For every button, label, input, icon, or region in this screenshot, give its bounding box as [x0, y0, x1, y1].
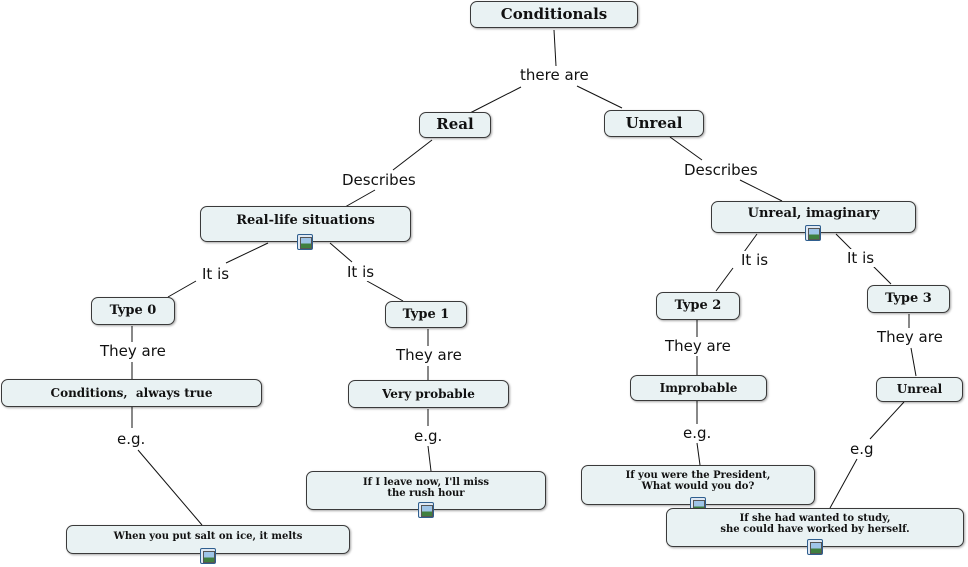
- link-label-eg-type3: e.g: [849, 440, 875, 458]
- node-label: Type 1: [402, 306, 450, 322]
- node-label: Real: [436, 115, 474, 134]
- link-label-it-is-type0: It is: [201, 265, 231, 283]
- node-label: Improbable: [659, 380, 738, 395]
- node-label: Type 0: [109, 303, 157, 319]
- link-label-they-are-type1: They are: [395, 346, 463, 364]
- link-label-they-are-type3: They are: [876, 328, 944, 346]
- link-label-eg-type1: e.g.: [413, 427, 444, 445]
- link-label-they-are-type2: They are: [664, 337, 732, 355]
- image-attachment-icon[interactable]: [200, 548, 216, 564]
- node-label-line-1: If I leave now, I'll miss: [362, 477, 490, 488]
- link-label-there-are: there are: [519, 66, 590, 84]
- link-label-it-is-type1: It is: [346, 263, 376, 281]
- image-attachment-icon[interactable]: [297, 234, 313, 250]
- link-label-it-is-type2: It is: [740, 251, 770, 269]
- node-label: Unreal: [896, 382, 943, 397]
- link-label-eg-type0: e.g.: [116, 430, 147, 448]
- node-type-3[interactable]: Type 3: [867, 285, 950, 313]
- link-label-it-is-type3: It is: [846, 249, 876, 267]
- node-label: Type 3: [885, 291, 932, 307]
- node-label: Unreal: [625, 113, 683, 132]
- node-improbable[interactable]: Improbable: [630, 375, 767, 401]
- node-label-line-2: What would you do?: [641, 480, 755, 492]
- node-label-line-2: she could have worked by herself.: [720, 523, 910, 535]
- link-label-describes-left: Describes: [341, 171, 417, 189]
- node-label: Conditionals: [500, 4, 608, 23]
- link-label-eg-type2: e.g.: [682, 424, 713, 442]
- node-label: Very probable: [382, 386, 475, 401]
- node-label-line-1: If you were the President,: [625, 470, 771, 481]
- link-label-describes-right: Describes: [683, 161, 759, 179]
- image-attachment-icon[interactable]: [418, 502, 434, 518]
- node-label: Type 2: [674, 298, 722, 314]
- image-attachment-icon[interactable]: [805, 225, 821, 241]
- node-type-2[interactable]: Type 2: [656, 292, 740, 320]
- node-label: When you put salt on ice, it melts: [113, 531, 303, 542]
- node-type-1[interactable]: Type 1: [385, 301, 467, 328]
- node-very-probable[interactable]: Very probable: [348, 380, 509, 408]
- node-unreal[interactable]: Unreal: [604, 110, 704, 137]
- node-label-line-1: If she had wanted to study,: [739, 513, 891, 524]
- node-label: Conditions, always true: [50, 385, 213, 400]
- image-attachment-icon[interactable]: [807, 539, 823, 555]
- node-conditions-always-true[interactable]: Conditions, always true: [1, 379, 262, 407]
- node-label: Unreal, imaginary: [747, 206, 880, 221]
- node-label: Real-life situations: [236, 213, 375, 228]
- node-label-line-2: the rush hour: [387, 487, 465, 499]
- node-type-0[interactable]: Type 0: [91, 297, 175, 325]
- node-unreal-result[interactable]: Unreal: [876, 377, 963, 402]
- node-conditionals[interactable]: Conditionals: [470, 1, 638, 28]
- link-label-they-are-type0: They are: [99, 342, 167, 360]
- node-real[interactable]: Real: [419, 112, 491, 138]
